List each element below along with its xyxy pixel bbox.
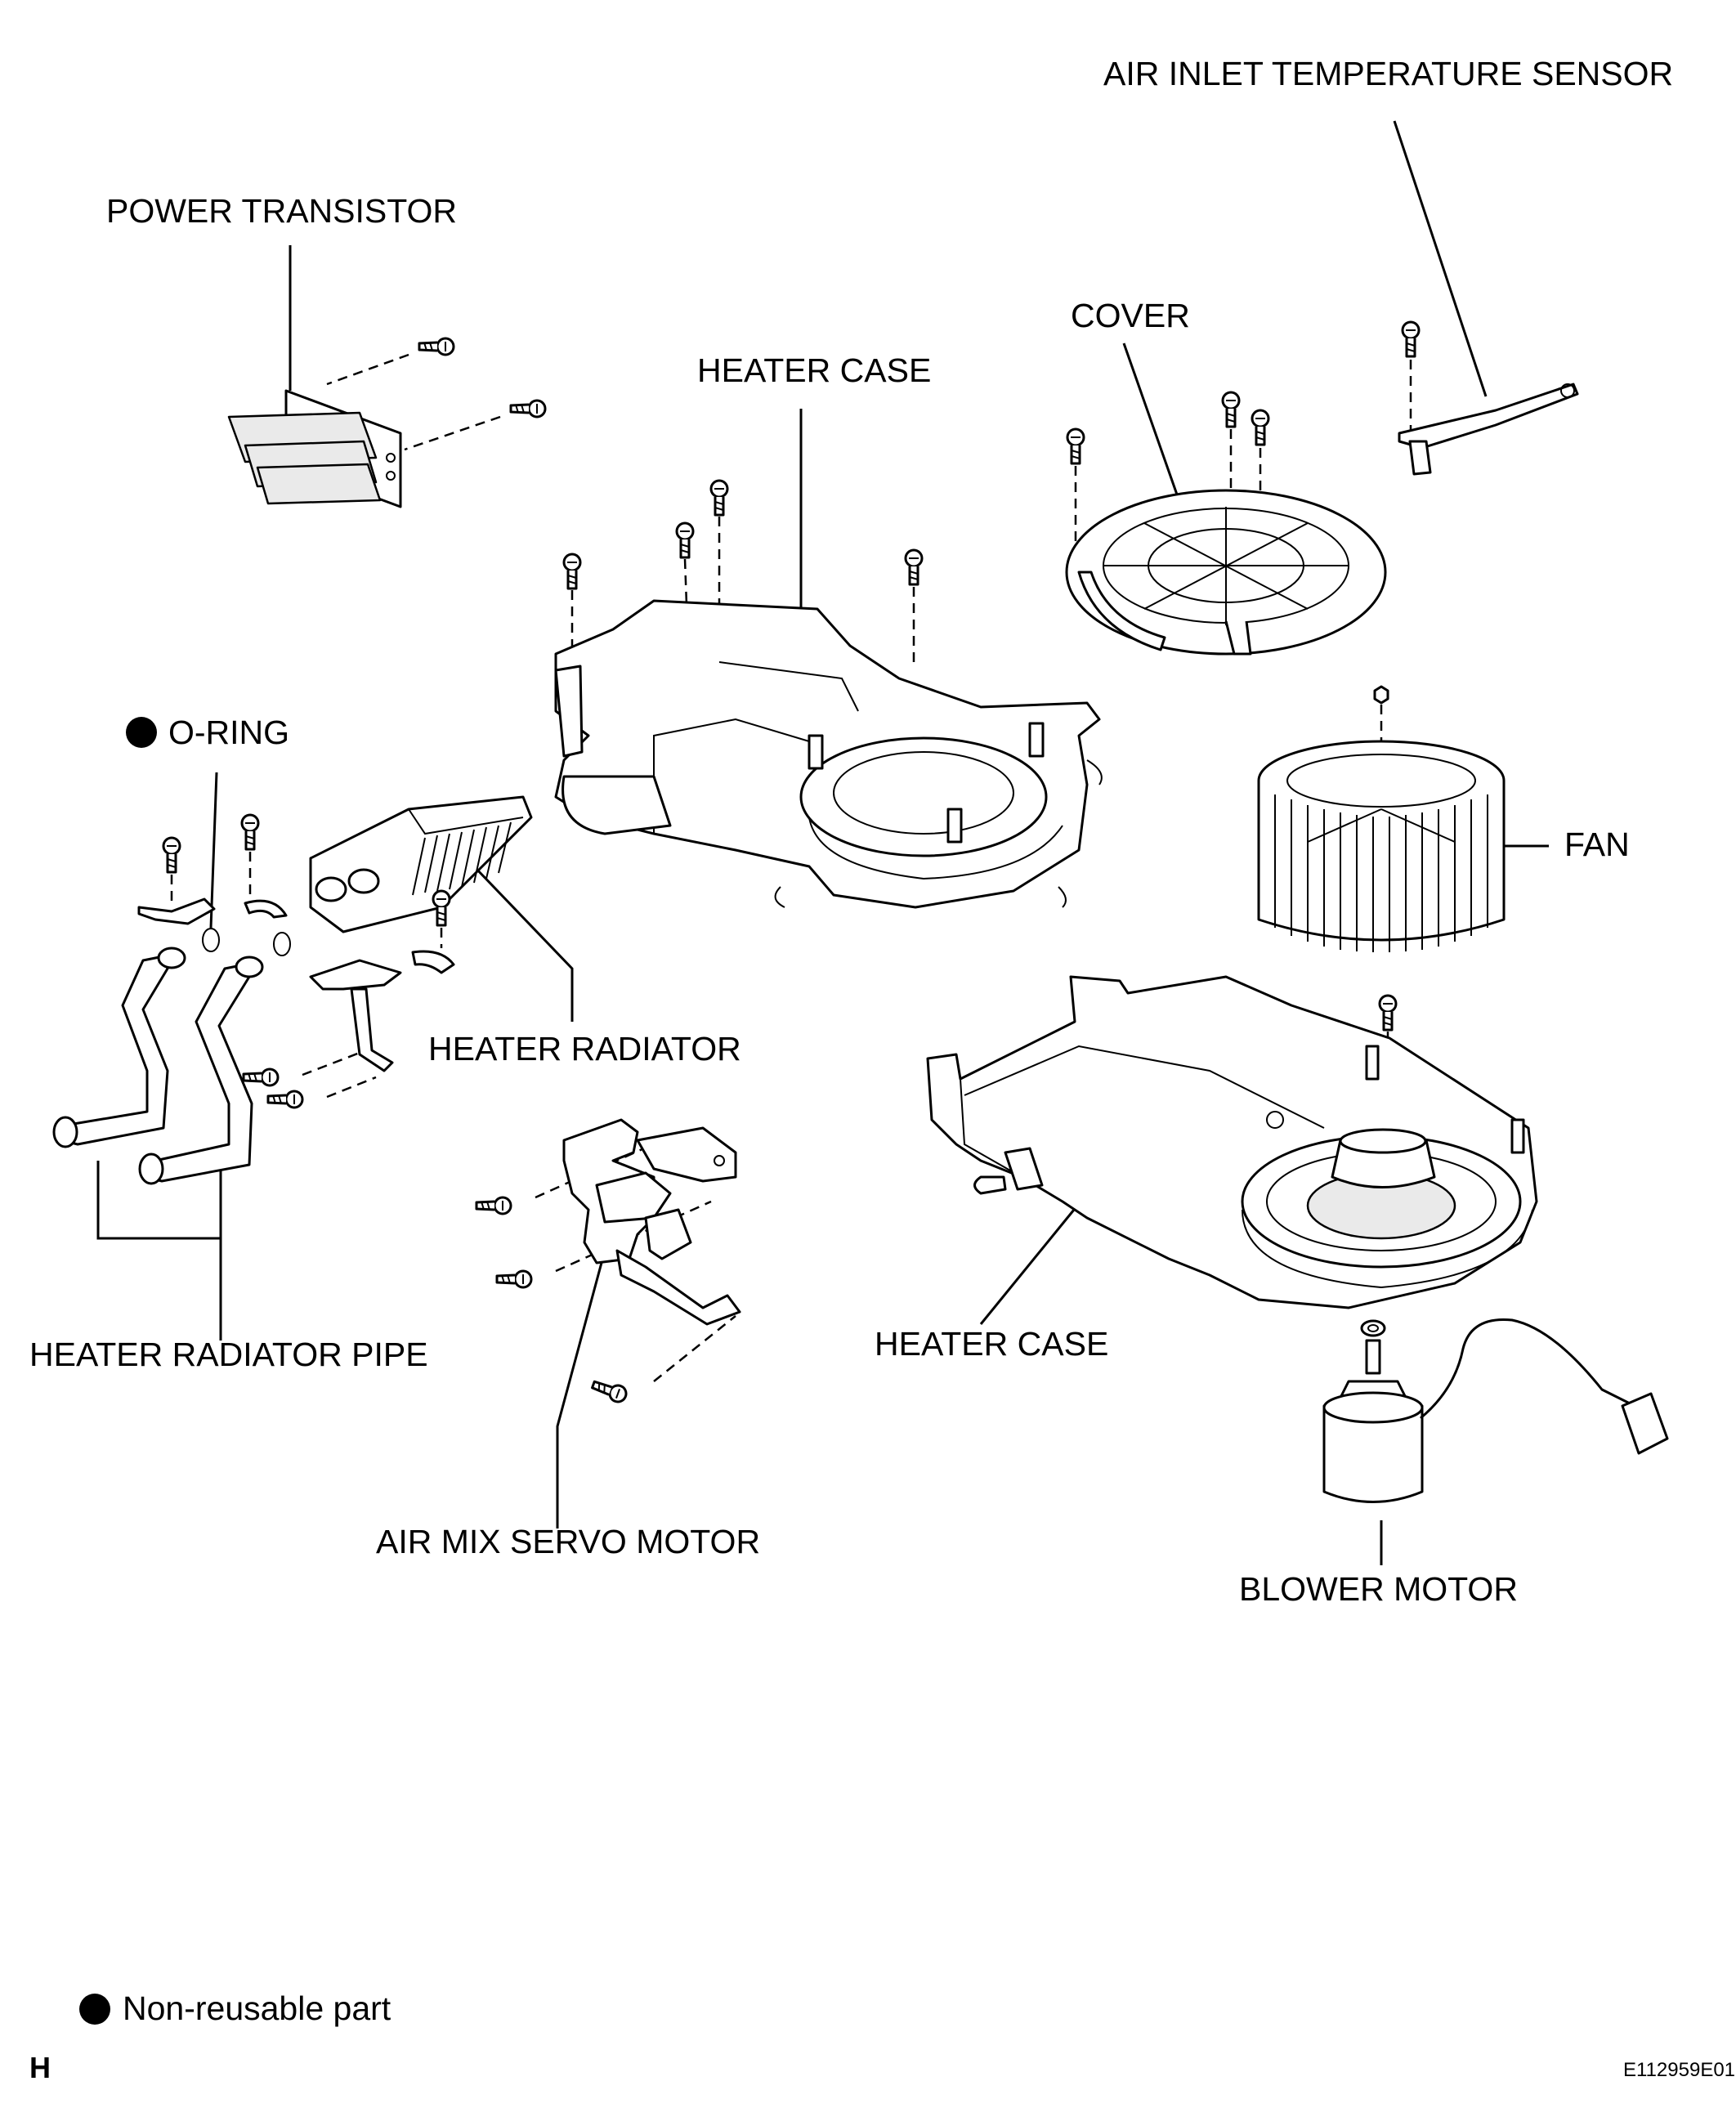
figure-code: E112959E01 — [1623, 2059, 1735, 2081]
fan — [1257, 685, 1506, 952]
label-power-transistor: POWER TRANSISTOR — [106, 192, 457, 230]
bracket — [242, 959, 402, 1109]
air-mix-servo-motor — [475, 1118, 741, 1406]
label-heater-radiator: HEATER RADIATOR — [428, 1030, 741, 1067]
air-inlet-temperature-sensor — [1398, 320, 1579, 476]
blower-motor — [1322, 1318, 1669, 1503]
heater-case-upper — [554, 479, 1103, 909]
label-heater-case-upper: HEATER CASE — [697, 351, 931, 389]
power-transistor — [227, 337, 547, 508]
cover — [1065, 391, 1387, 656]
legend-text: Non-reusable part — [123, 1989, 391, 2027]
label-blower-motor: BLOWER MOTOR — [1239, 1570, 1518, 1608]
o-ring-and-clamps — [137, 813, 455, 974]
legend-marker-icon — [79, 1994, 110, 2025]
label-fan: FAN — [1564, 826, 1630, 863]
leader-lines — [96, 120, 1549, 1565]
heater-radiator — [309, 795, 533, 933]
label-heater-case-lower: HEATER CASE — [875, 1325, 1108, 1363]
label-cover: COVER — [1071, 297, 1190, 334]
label-air-mix-servo-motor: AIR MIX SERVO MOTOR — [376, 1523, 760, 1560]
non-reusable-marker-icon — [126, 717, 157, 748]
heater-radiator-pipe — [52, 947, 264, 1185]
corner-letter: H — [29, 2051, 51, 2084]
label-heater-radiator-pipe: HEATER RADIATOR PIPE — [29, 1336, 428, 1373]
label-o-ring: O-RING — [168, 714, 289, 751]
heater-case-lower — [926, 975, 1538, 1309]
label-air-inlet-temperature-sensor: AIR INLET TEMPERATURE SENSOR — [1103, 55, 1673, 92]
